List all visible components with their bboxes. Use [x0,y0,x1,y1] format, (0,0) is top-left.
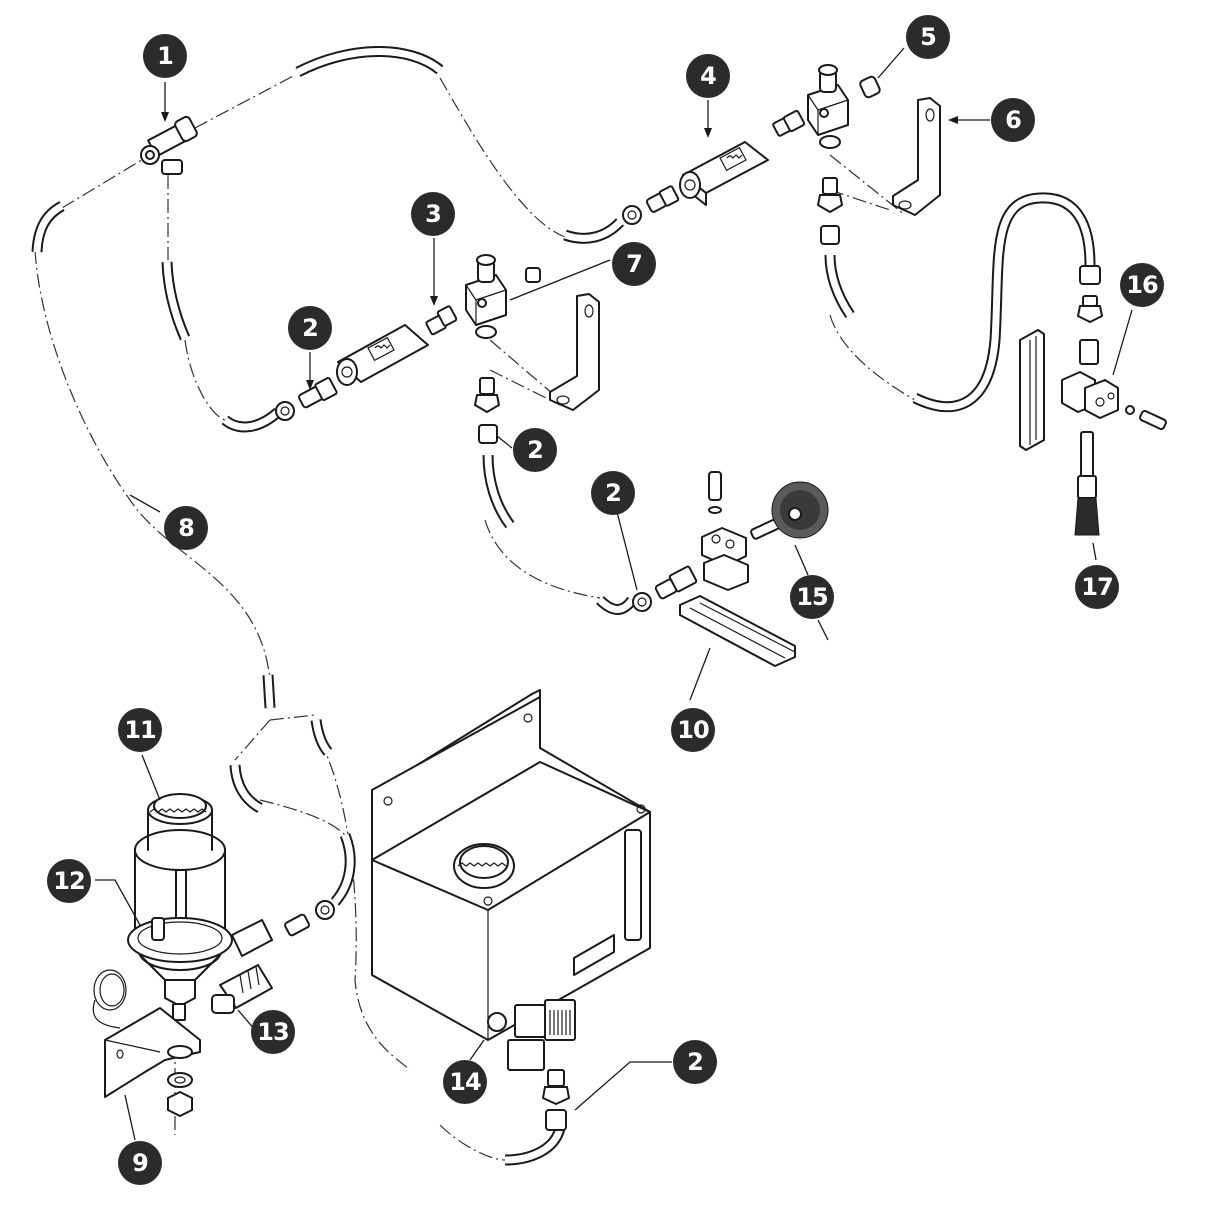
callout-label: 2 [527,436,543,464]
angle-bracket-lower[interactable] [549,293,600,411]
distributor-block-lower[interactable] [465,254,541,339]
oil-reservoir[interactable] [127,793,233,1021]
callout-label: 13 [257,1018,288,1046]
callout-10[interactable]: 10 [671,708,715,752]
callout-6[interactable]: 6 [991,98,1035,142]
callout-9[interactable]: 9 [118,1141,162,1185]
callout-11[interactable]: 11 [118,708,162,752]
callout-13[interactable]: 13 [251,1010,295,1054]
callout-label: 14 [449,1068,481,1096]
callout-label: 2 [302,314,318,342]
tank-solenoid-valve[interactable] [507,999,576,1071]
callout-label: 16 [1126,271,1158,299]
callout-3[interactable]: 3 [411,192,455,236]
callout-label: 15 [796,583,828,611]
check-valve-lower[interactable] [336,324,429,386]
solenoid-valve[interactable] [211,919,273,1014]
callout-2c[interactable]: 2 [591,471,635,515]
float-switch-cable [92,969,127,1029]
callout-label: 8 [178,514,194,542]
angle-bracket[interactable] [892,97,941,216]
leader-lines [95,47,1133,1141]
check-valve-upper[interactable] [679,141,769,206]
round-brush[interactable] [750,481,829,540]
hoses [31,46,1096,1166]
callout-label: 9 [132,1149,148,1177]
callout-label: 4 [700,62,716,90]
brush-clamp[interactable] [701,471,749,591]
callout-label: 12 [53,867,84,895]
callout-8[interactable]: 8 [164,506,208,550]
callout-1[interactable]: 1 [143,34,187,78]
callout-17[interactable]: 17 [1075,565,1119,609]
callout-label: 2 [687,1048,703,1076]
mounting-bracket[interactable] [104,1007,201,1117]
distributor-block-upper[interactable] [807,64,849,149]
callout-label: 5 [920,23,936,51]
callout-5[interactable]: 5 [906,15,950,59]
callout-2a[interactable]: 2 [288,306,332,350]
callout-15[interactable]: 15 [790,575,834,619]
plug-screw[interactable] [859,75,881,99]
brush-nozzle[interactable] [1074,431,1100,536]
callout-label: 7 [626,250,642,278]
oil-tank[interactable] [371,689,651,1041]
callout-4[interactable]: 4 [686,54,730,98]
callout-label: 1 [157,42,173,70]
callout-label: 11 [124,716,156,744]
callout-12[interactable]: 12 [47,859,91,903]
fittings [275,109,1103,1131]
callout-label: 2 [605,479,621,507]
callout-label: 17 [1081,573,1112,601]
callout-2b[interactable]: 2 [513,428,557,472]
callout-label: 6 [1005,106,1021,134]
mounting-rail[interactable] [679,595,796,667]
callout-7[interactable]: 7 [612,242,656,286]
callout-16[interactable]: 16 [1120,263,1164,307]
vertical-rail[interactable] [1019,329,1045,451]
callout-14[interactable]: 14 [443,1060,487,1104]
callout-label: 3 [425,200,441,228]
callout-label: 10 [677,716,709,744]
tee-connector[interactable] [140,115,198,175]
clamp-holder[interactable] [1061,371,1167,431]
callout-2d[interactable]: 2 [673,1040,717,1084]
